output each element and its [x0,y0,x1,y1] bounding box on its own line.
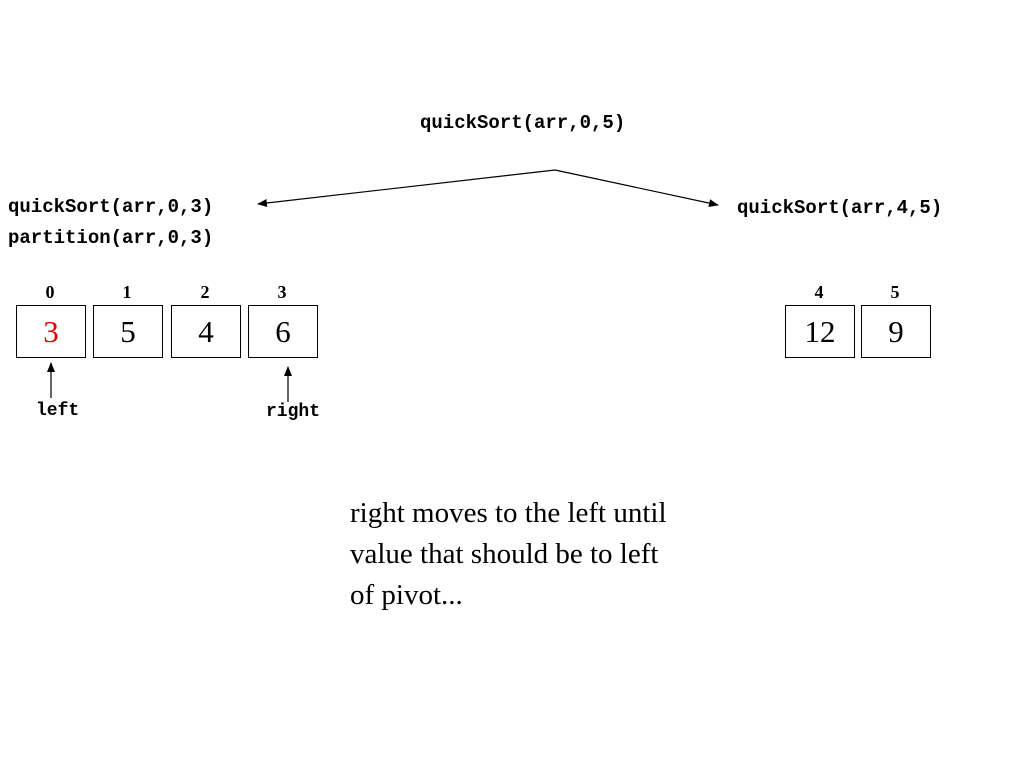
cell-value: 12 [804,313,836,349]
array-index: 5 [890,282,900,302]
array-index: 3 [277,282,287,302]
array-cell: 6 [248,305,318,358]
right-pointer-label: right [266,402,321,422]
right-call-label: quickSort(arr,4,5) [737,197,943,219]
note-line: right moves to the left until [350,497,667,529]
array-cell: 12 [785,305,855,358]
array-cell: 4 [171,305,241,358]
note-line: of pivot... [350,579,463,611]
note-line: value that should be to left [350,538,659,570]
cell-value: 9 [888,313,904,349]
left-partition-label: partition(arr,0,3) [8,227,214,249]
cell-value: 5 [120,313,136,349]
array-cell-pivot: 3 [16,305,86,358]
root-call-label: quickSort(arr,0,5) [420,112,626,134]
array-index: 4 [814,282,824,302]
left-call-label: quickSort(arr,0,3) [8,196,214,218]
array-index: 1 [122,282,132,302]
cell-value: 6 [275,313,291,349]
explanation-note: right moves to the left until value that… [350,493,750,616]
array-cell: 5 [93,305,163,358]
branch-to-left-call [257,169,556,207]
left-pointer-label: left [36,401,80,421]
array-cell: 9 [861,305,931,358]
cell-value: 4 [198,313,214,349]
pivot-value: 3 [43,313,59,349]
branch-to-right-call [554,169,719,208]
array-index: 2 [200,282,210,302]
array-index: 0 [45,282,55,302]
